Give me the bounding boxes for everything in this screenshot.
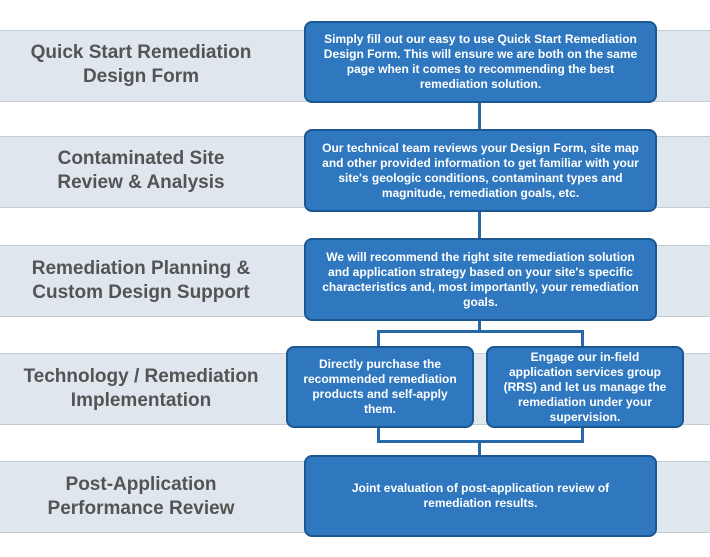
- connector-merge-down: [478, 440, 481, 456]
- step-box-post-review: Joint evaluation of post-application rev…: [304, 455, 657, 537]
- connector-merge-right: [581, 427, 584, 441]
- connector-split-left: [377, 330, 380, 347]
- step-text-post-review: Joint evaluation of post-application rev…: [351, 481, 610, 510]
- step-box-self-apply: Directly purchase the recommended remedi…: [286, 346, 474, 428]
- stage-label-post-review: Post-Application Performance Review: [47, 474, 235, 519]
- connector-split-right: [581, 330, 584, 347]
- connector-split-horizontal: [377, 330, 584, 333]
- step-text-quick-start: Simply fill out our easy to use Quick St…: [323, 32, 638, 91]
- step-box-quick-start: Simply fill out our easy to use Quick St…: [304, 21, 657, 103]
- step-box-site-review: Our technical team reviews your Design F…: [304, 129, 657, 212]
- stage-label-site-review: Contaminated Site Review & Analysis: [57, 148, 225, 193]
- step-text-self-apply: Directly purchase the recommended remedi…: [303, 357, 457, 416]
- connector-3-split: [478, 320, 481, 331]
- stage-label-implementation: Technology / Remediation Implementation: [23, 366, 259, 411]
- stage-label-planning: Remediation Planning & Custom Design Sup…: [31, 258, 251, 303]
- step-text-rrs: Engage our in-field application services…: [503, 349, 667, 424]
- stage-label-quick-start: Quick Start Remediation Design Form: [30, 42, 252, 87]
- connector-1-2: [478, 101, 481, 131]
- step-box-planning: We will recommend the right site remedia…: [304, 238, 657, 321]
- step-box-rrs: Engage our in-field application services…: [486, 346, 684, 428]
- connector-merge-left: [377, 427, 380, 441]
- connector-2-3: [478, 210, 481, 240]
- step-text-site-review: Our technical team reviews your Design F…: [322, 140, 639, 200]
- step-text-planning: We will recommend the right site remedia…: [322, 249, 639, 309]
